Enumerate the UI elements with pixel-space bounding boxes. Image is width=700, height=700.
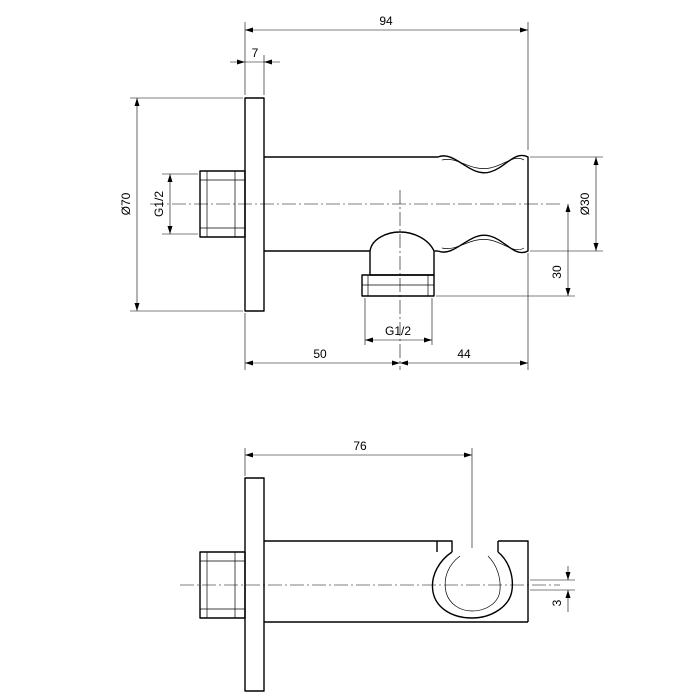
dim-outlet-offset-label: 30 [550,265,564,279]
dim-flange-diameter-label: Ø70 [119,192,133,215]
front-view: 94 7 Ø70 G1/2 [119,14,603,370]
dim-length-to-holder: 76 [244,439,473,548]
shower-holder-head [431,540,529,622]
dim-body-diameter-label: Ø30 [578,192,592,215]
wall-flange [244,97,265,312]
dim-length-to-holder-label: 76 [353,439,367,453]
outlet-connector [361,231,435,297]
dim-flange-diameter: Ø70 [119,97,243,312]
dim-slot-offset-label: 3 [550,599,564,606]
dim-slot-offset: 3 [530,566,575,612]
dim-outlet-thread-label: G1/2 [385,324,411,338]
dim-inlet-thread-label: G1/2 [152,191,166,217]
dim-overall-length-label: 94 [379,14,393,28]
wall-flange-bottom [244,477,265,692]
dim-outlet-position: 50 44 [244,253,529,370]
dim-inlet-thread: G1/2 [152,173,198,235]
dim-outlet-offset: 30 [436,204,575,297]
body-tube-bottom [264,540,528,623]
dim-body-diameter: Ø30 [530,156,603,252]
dim-outlet-position-label: 50 [313,347,327,361]
dim-outlet-thread: G1/2 [364,298,433,345]
dim-overall-length: 94 [244,14,529,150]
dim-outlet-to-end-label: 44 [457,347,471,361]
bottom-view: 76 3 [180,439,575,692]
dim-flange-thickness: 7 [230,46,280,95]
dim-flange-thickness-label: 7 [252,46,259,60]
